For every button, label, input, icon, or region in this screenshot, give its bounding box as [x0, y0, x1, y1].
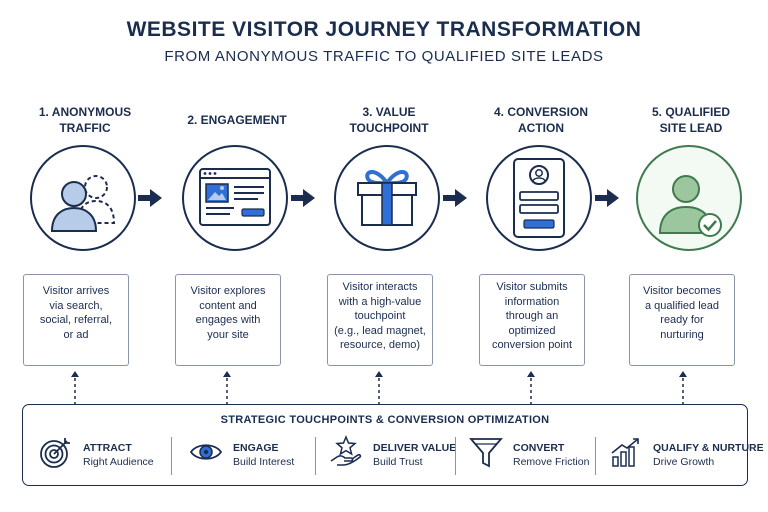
- arrow-up-dashed-icon: [375, 371, 383, 404]
- divider: [171, 437, 172, 475]
- eye-icon: [189, 444, 223, 460]
- stage-label: 3. VALUE TOUCHPOINT: [349, 105, 429, 135]
- arrow-right-icon: [443, 189, 467, 207]
- diagram-title: WEBSITE VISITOR JOURNEY TRANSFORMATION: [126, 18, 642, 41]
- anonymous-users-icon: [50, 175, 116, 232]
- stage-label: 1. ANONYMOUS TRAFFIC: [38, 105, 132, 135]
- stage-circle: [30, 145, 136, 251]
- arrow-right-icon: [595, 189, 619, 207]
- stage-circle: [486, 145, 592, 251]
- arrow-up-dashed-icon: [527, 371, 535, 404]
- target-icon: [40, 438, 70, 468]
- hand-star-icon: [330, 435, 362, 466]
- stage-description: Visitor becomes a qualified lead ready f…: [629, 274, 735, 366]
- stage-description: Visitor submits information through an o…: [479, 274, 585, 366]
- arrow-up-dashed-icon: [679, 371, 687, 404]
- arrow-right-icon: [138, 189, 162, 207]
- divider: [315, 437, 316, 475]
- arrow-up-dashed-icon: [223, 371, 231, 404]
- stage-description: Visitor arrives via search, social, refe…: [23, 274, 129, 366]
- arrow-up-dashed-icon: [71, 371, 79, 404]
- diagram-subtitle: FROM ANONYMOUS TRAFFIC TO QUALIFIED SITE…: [164, 48, 604, 65]
- optimization-panel: STRATEGIC TOUCHPOINTS & CONVERSION OPTIM…: [22, 404, 764, 486]
- stage-circle: [182, 145, 288, 251]
- stage-description: Visitor interacts with a high-value touc…: [327, 274, 433, 366]
- stage-label: 2. ENGAGEMENT: [187, 113, 287, 127]
- funnel-icon: [469, 438, 503, 468]
- qualified-lead-check-icon: [658, 175, 722, 237]
- webpage-content-icon: [199, 168, 271, 226]
- stage-label: 5. QUALIFIED SITE LEAD: [651, 105, 730, 135]
- arrow-right-icon: [291, 189, 315, 207]
- panel-title: STRATEGIC TOUCHPOINTS & CONVERSION OPTIM…: [220, 414, 550, 426]
- divider: [455, 437, 456, 475]
- stage-description: Visitor explores content and engages wit…: [175, 274, 281, 366]
- stage-circle: [636, 145, 742, 251]
- stage-label: 4. CONVERSION ACTION: [493, 105, 589, 135]
- growth-chart-icon: [611, 438, 639, 467]
- signup-form-icon: [513, 158, 565, 238]
- gift-box-icon: [357, 170, 417, 226]
- divider: [595, 437, 596, 475]
- stage-circle: [334, 145, 440, 251]
